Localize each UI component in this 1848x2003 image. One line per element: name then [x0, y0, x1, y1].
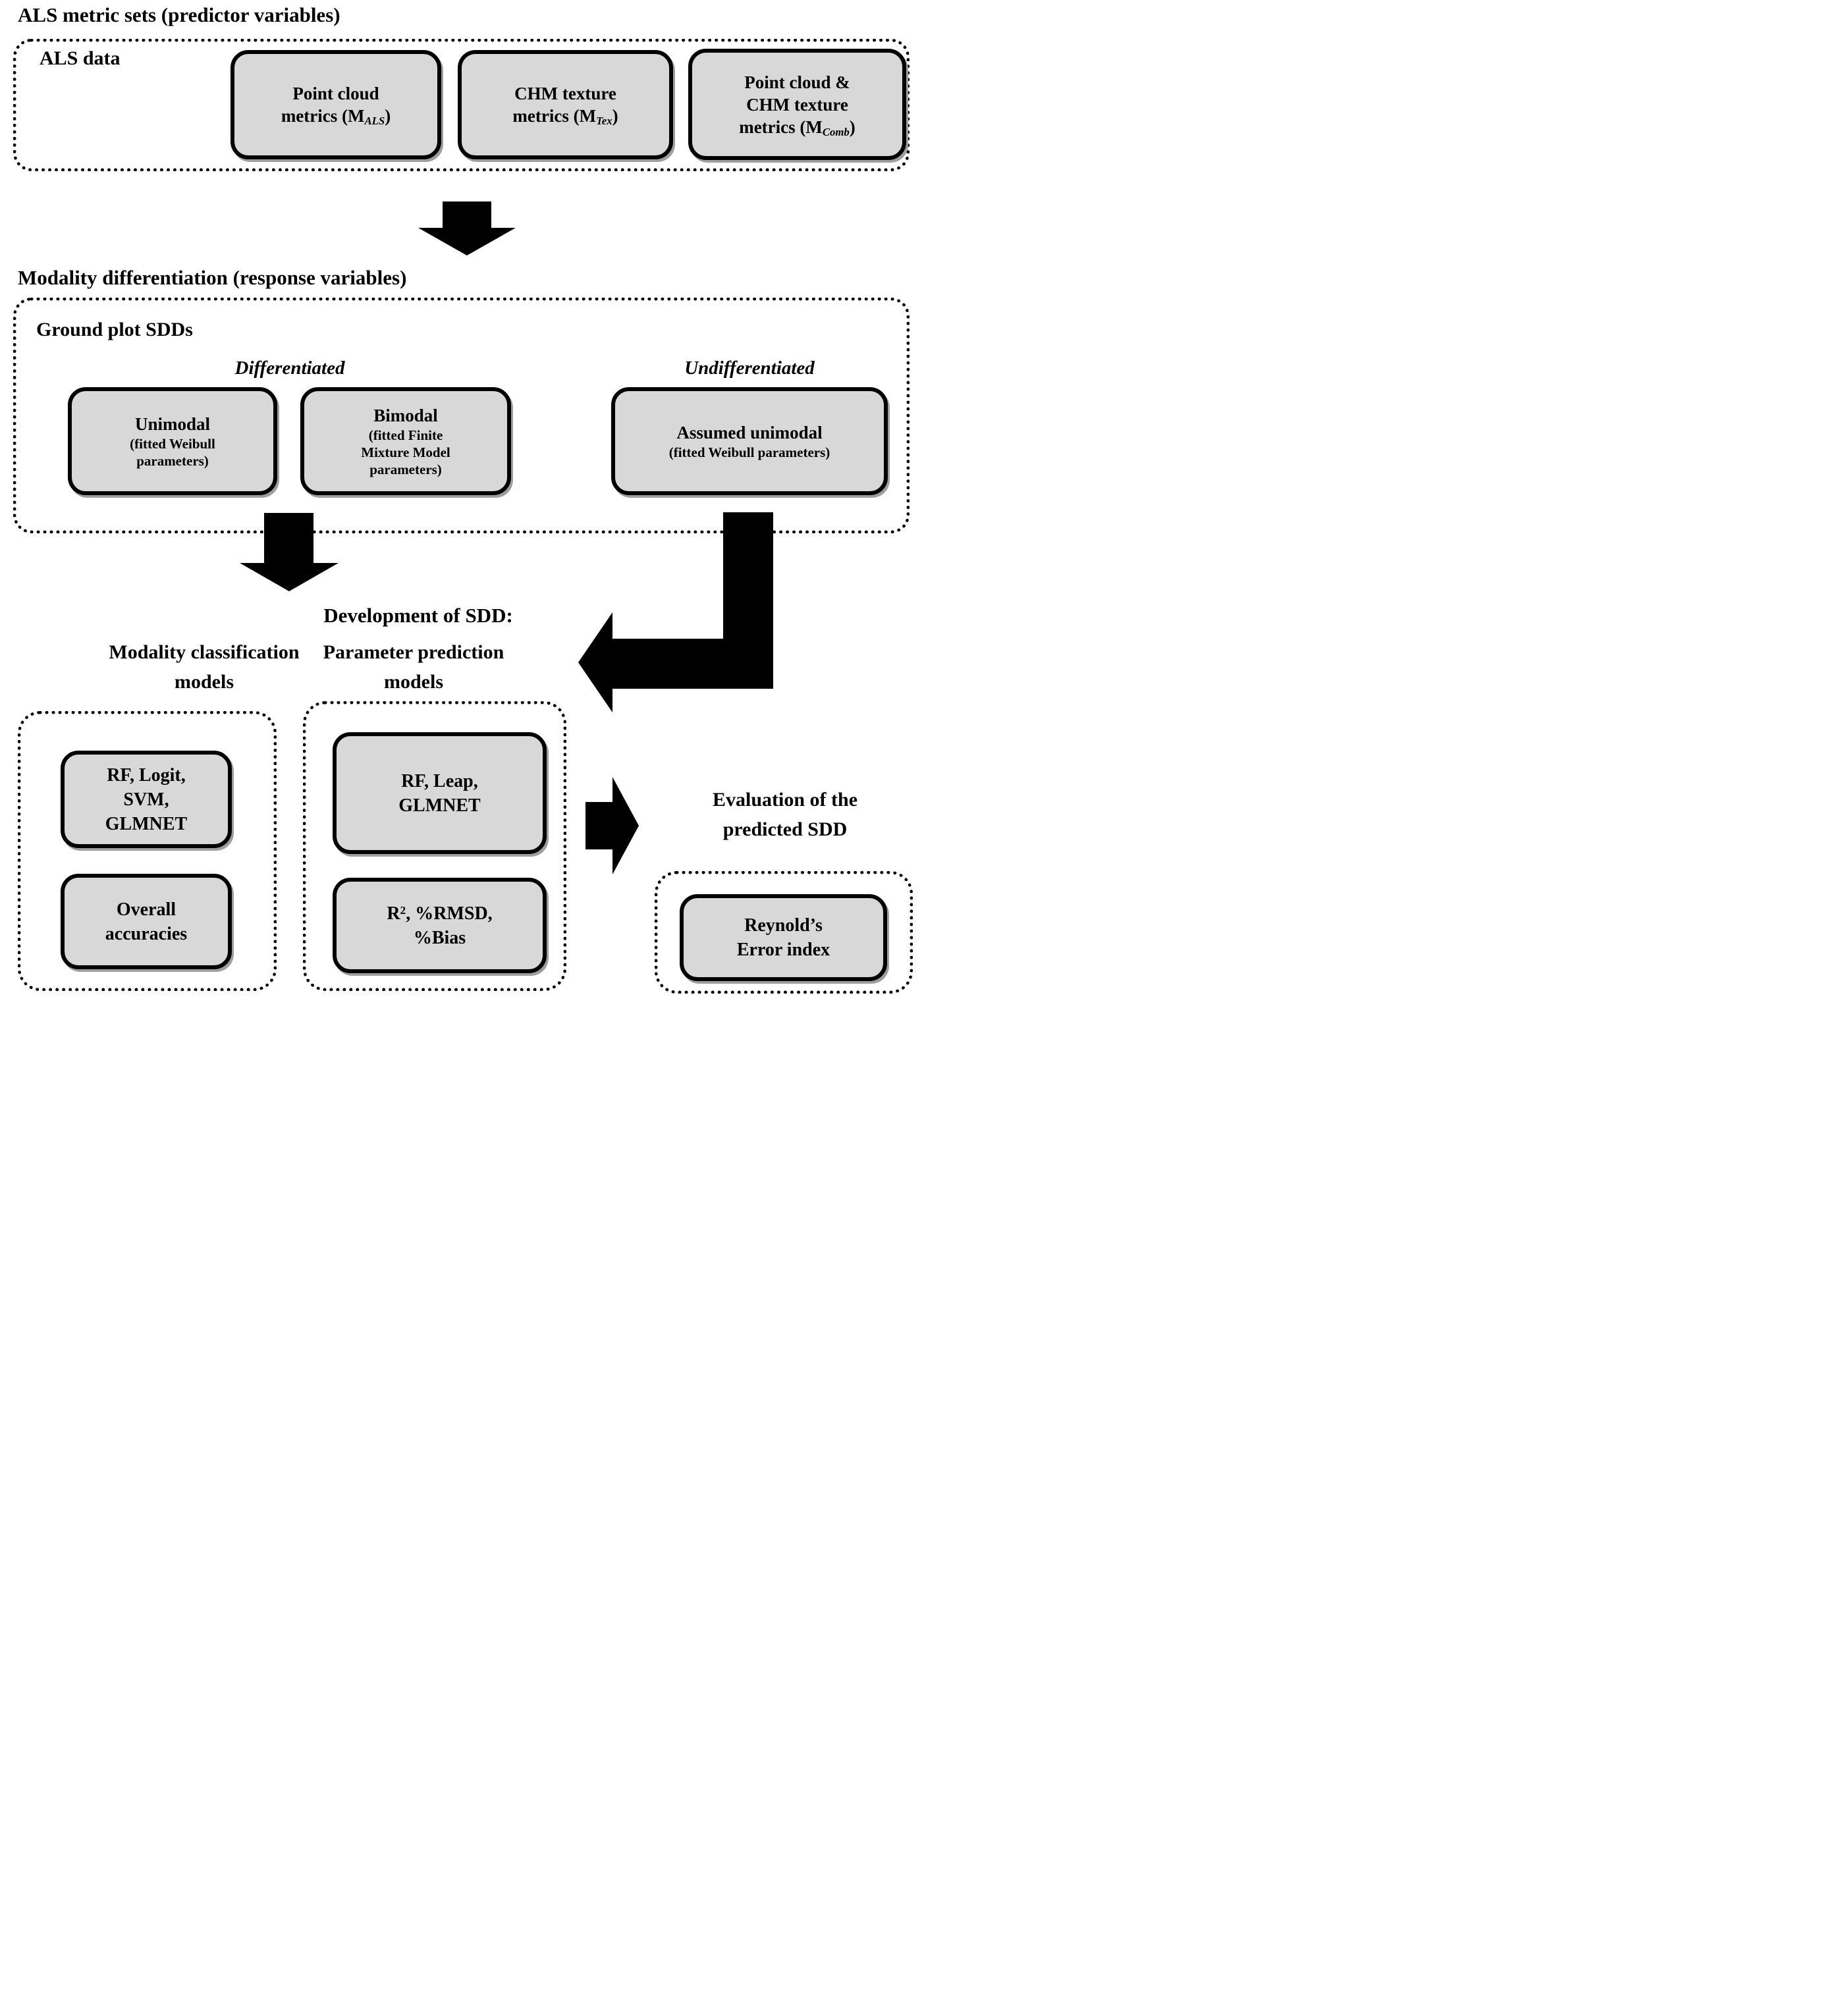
- arrow-right-icon: [585, 802, 613, 849]
- box-subtitle: (fitted Weibull: [130, 436, 215, 452]
- box-subtitle: parameters): [369, 462, 442, 477]
- undifferentiated-label: Undifferentiated: [684, 358, 815, 379]
- prediction-heading-line2: models: [384, 671, 443, 693]
- box-line: CHM texture: [514, 84, 616, 103]
- box-title: Unimodal: [134, 414, 211, 434]
- box-formula: metrics (MTex): [512, 106, 618, 128]
- classification-models-box: RF, Logit, SVM, GLMNET: [61, 751, 232, 848]
- box-line: Point cloud &: [744, 72, 850, 92]
- unimodal-box: Unimodal (fitted Weibull parameters): [68, 387, 277, 495]
- box-subtitle: parameters): [136, 453, 209, 469]
- prediction-heading-line1: Parameter prediction: [323, 641, 504, 663]
- classification-heading-line2: models: [175, 671, 234, 693]
- box-formula: metrics (MComb): [739, 117, 856, 138]
- arrow-down-head-icon: [418, 228, 516, 255]
- assumed-unimodal-box: Assumed unimodal (fitted Weibull paramet…: [611, 387, 888, 495]
- box-line: Point cloud: [292, 84, 379, 103]
- arrow-right-head-icon: [612, 777, 639, 874]
- box-line: accuracies: [105, 923, 188, 944]
- evaluation-heading: Evaluation of the predicted SDD: [713, 785, 857, 844]
- box-formula: metrics (MALS): [281, 106, 391, 128]
- chm-texture-metrics-box: CHM texture metrics (MTex): [458, 50, 673, 159]
- evaluation-heading-line1: Evaluation of the: [712, 789, 858, 811]
- reynolds-error-index-box: Reynold’s Error index: [680, 894, 887, 981]
- box-line: %Bias: [413, 927, 466, 948]
- arrow-elbow-horizontal-icon: [612, 639, 773, 689]
- box-line: Reynold’s: [744, 915, 823, 936]
- differentiated-label: Differentiated: [234, 358, 345, 379]
- ground-plot-label: Ground plot SDDs: [36, 319, 193, 340]
- box-line: Overall: [116, 899, 177, 920]
- box-subtitle: Mixture Model: [361, 444, 450, 460]
- modality-section-title: Modality differentiation (response varia…: [18, 266, 407, 289]
- prediction-heading: Parameter prediction models: [323, 637, 504, 697]
- subscript-als: ALS: [364, 115, 385, 128]
- box-title: Bimodal: [373, 406, 438, 425]
- subscript-tex: Tex: [596, 115, 612, 128]
- classification-heading-line1: Modality classification: [109, 641, 300, 663]
- box-line: RF, Leap,: [401, 770, 478, 791]
- point-cloud-metrics-box: Point cloud metrics (MALS): [231, 50, 441, 159]
- prediction-models-box: RF, Leap, GLMNET: [333, 732, 547, 854]
- subscript-comb: Comb: [822, 125, 850, 138]
- box-line: GLMNET: [398, 795, 481, 816]
- evaluation-heading-line2: predicted SDD: [722, 818, 848, 840]
- superscript-2: 2: [400, 903, 406, 917]
- box-line: RF, Logit,: [107, 764, 186, 786]
- als-section-title: ALS metric sets (predictor variables): [18, 3, 340, 26]
- bimodal-box: Bimodal (fitted Finite Mixture Model par…: [300, 387, 511, 495]
- evaluation-container: [655, 871, 913, 994]
- combined-metrics-box: Point cloud & CHM texture metrics (MComb…: [688, 49, 906, 160]
- development-title: Development of SDD:: [323, 604, 513, 627]
- arrow-down-icon: [264, 513, 313, 564]
- box-title: Assumed unimodal: [676, 423, 823, 442]
- ground-plot-container: [13, 298, 910, 533]
- box-line: R2, %RMSD,: [387, 903, 493, 924]
- prediction-container: [303, 701, 566, 991]
- classification-container: [18, 711, 277, 991]
- flowchart-canvas: ALS metric sets (predictor variables) AL…: [0, 0, 924, 1001]
- box-line: GLMNET: [105, 813, 188, 834]
- als-data-container: [13, 39, 910, 171]
- als-data-label: ALS data: [40, 47, 121, 69]
- box-line: CHM texture: [746, 94, 848, 115]
- arrow-down-icon: [443, 201, 491, 228]
- overall-accuracies-box: Overall accuracies: [61, 874, 232, 969]
- classification-heading: Modality classification models: [109, 637, 299, 697]
- arrow-left-head-icon: [578, 612, 612, 712]
- box-line: SVM,: [123, 789, 169, 810]
- arrow-down-head-icon: [240, 563, 339, 591]
- box-subtitle: (fitted Finite: [368, 427, 443, 443]
- box-line: Error index: [736, 940, 830, 960]
- prediction-metrics-box: R2, %RMSD, %Bias: [333, 878, 547, 973]
- box-subtitle: (fitted Weibull parameters): [668, 444, 830, 460]
